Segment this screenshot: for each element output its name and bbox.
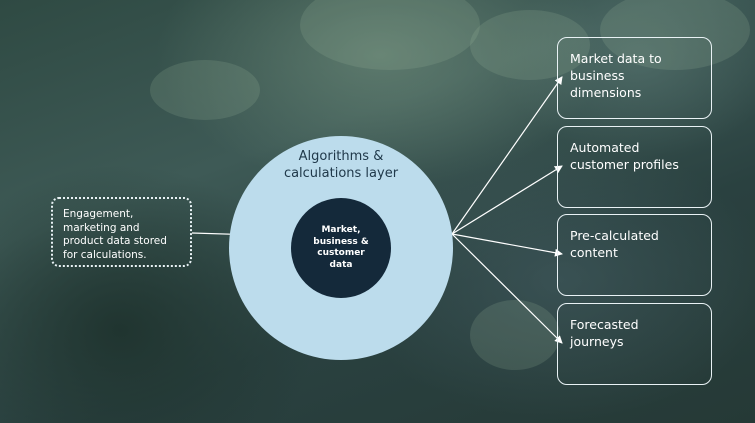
core-label-line: business &	[313, 236, 369, 247]
core-data-circle: Market, business & customer data	[291, 198, 391, 298]
arrow-to-outcome-2	[451, 165, 563, 235]
core-label-line: data	[329, 259, 353, 270]
outcome-line: journeys	[570, 334, 624, 349]
outcome-box-customer-profiles: Automated customer profiles	[557, 126, 712, 208]
outcome-line: dimensions	[570, 85, 642, 100]
outcome-line: Forecasted	[570, 317, 639, 332]
background-foliage	[300, 0, 480, 70]
arrow-to-outcome-1	[451, 76, 563, 235]
source-data-box: Engagement, marketing and product data s…	[51, 197, 192, 267]
layer-label-line: calculations layer	[283, 166, 399, 181]
outcome-line: Automated	[570, 140, 640, 155]
outcome-line: customer profiles	[570, 157, 679, 172]
outcome-box-precalculated-content: Pre-calculated content	[557, 214, 712, 296]
background-foliage	[470, 10, 590, 80]
core-data-label: Market, business & customer data	[301, 225, 381, 271]
arrow-to-outcome-3	[451, 233, 563, 257]
background-foliage	[600, 0, 750, 70]
background-foliage	[470, 300, 560, 370]
background-foliage	[150, 60, 260, 120]
outcome-line: content	[570, 245, 618, 260]
layer-label-line: Algorithms &	[298, 149, 384, 164]
outcome-box-market-data: Market data to business dimensions	[557, 37, 712, 119]
source-line: product data stored	[63, 235, 167, 247]
algorithms-layer-label: Algorithms & calculations layer	[229, 148, 453, 182]
outcome-line: Market data to	[570, 51, 662, 66]
outcome-line: Pre-calculated	[570, 228, 659, 243]
arrow-to-outcome-4	[451, 233, 563, 344]
core-label-line: Market,	[321, 225, 361, 235]
outcome-box-forecasted-journeys: Forecasted journeys	[557, 303, 712, 385]
algorithms-layer-circle: Algorithms & calculations layer Market, …	[229, 136, 453, 360]
outcome-line: business	[570, 68, 625, 83]
source-line: Engagement,	[63, 208, 134, 220]
source-line: for calculations.	[63, 248, 147, 261]
core-label-line: customer	[317, 248, 365, 258]
source-line: marketing and	[63, 221, 140, 234]
